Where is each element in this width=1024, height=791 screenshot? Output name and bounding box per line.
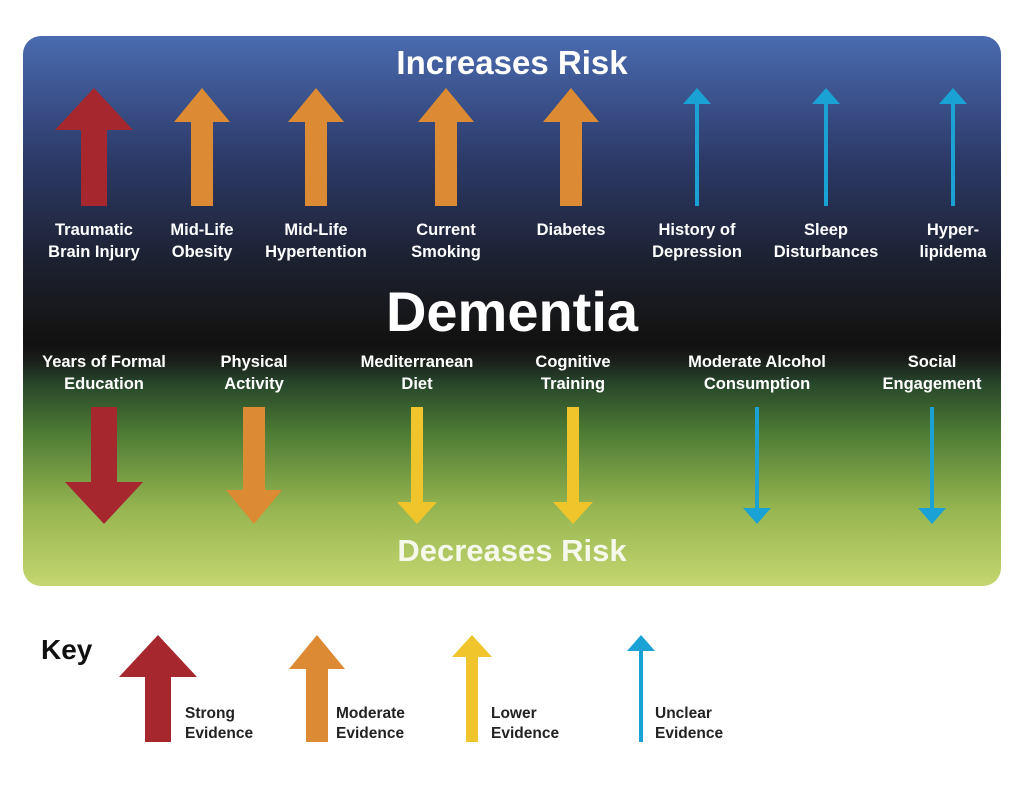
key-arrow-icon <box>627 635 655 742</box>
increase-risk-factor-label: Traumatic Brain Injury <box>48 221 140 261</box>
key-title: Key <box>41 634 93 665</box>
increase-risk-arrow-icon <box>174 88 230 206</box>
decrease-risk-factor-label: Social Engagement <box>882 353 982 393</box>
increase-risk-factor-label: Mid-Life Obesity <box>170 221 234 261</box>
decrease-risk-arrow-icon <box>743 407 771 524</box>
decrease-risk-arrow-icon <box>226 407 282 524</box>
increase-risk-factor-label: Sleep Disturbances <box>773 221 879 261</box>
decrease-risk-factor-label: Physical Activity <box>220 353 288 393</box>
key-arrow-icon-shape <box>119 635 197 742</box>
increase-risk-arrow-icon-shape <box>55 88 133 206</box>
increase-risk-arrow-icon-shape <box>683 88 711 206</box>
decrease-risk-arrow-icon-shape <box>226 407 282 524</box>
key-label: Unclear Evidence <box>655 705 724 742</box>
decrease-risk-arrow-icon-shape <box>397 407 437 524</box>
key-arrow-icon <box>452 635 492 742</box>
decrease-risk-factor-label: Years of Formal Education <box>42 353 166 393</box>
increase-risk-arrow-icon <box>939 88 967 206</box>
decrease-risk-arrow-icon <box>918 407 946 524</box>
increase-risk-arrow-icon-shape <box>288 88 344 206</box>
increase-risk-arrow-icon-shape <box>418 88 474 206</box>
key-label: Lower Evidence <box>491 705 560 742</box>
key-arrow-icon <box>119 635 197 742</box>
increase-risk-factor-label: Diabetes <box>536 221 606 239</box>
increase-risk-arrow-icon <box>288 88 344 206</box>
decrease-risk-arrow-icon <box>553 407 593 524</box>
decreases-risk-heading: Decreases Risk <box>397 533 627 568</box>
decrease-risk-arrow-icon-shape <box>65 407 143 524</box>
dementia-band <box>23 325 1001 359</box>
decrease-risk-factor-label: Mediterranean Diet <box>360 353 474 393</box>
increase-risk-arrow-icon <box>683 88 711 206</box>
increase-risk-arrow-icon <box>812 88 840 206</box>
key-arrow-icon-shape <box>289 635 345 742</box>
decrease-risk-arrow-icon <box>397 407 437 524</box>
increase-risk-arrow-icon-shape <box>939 88 967 206</box>
key-label: Moderate Evidence <box>336 705 405 742</box>
key-label: Strong Evidence <box>185 705 254 742</box>
dementia-title: Dementia <box>385 280 639 343</box>
increase-risk-arrow-icon <box>418 88 474 206</box>
decrease-risk-factor-label: Cognitive Training <box>535 353 611 393</box>
key-arrow-icon-shape <box>452 635 492 742</box>
decrease-risk-arrow-icon-shape <box>743 407 771 524</box>
risk-factor-panel: Increases Risk Dementia Decreases Risk <box>23 36 1001 586</box>
decrease-risk-arrow-icon-shape <box>553 407 593 524</box>
increase-risk-factor-label: Mid-Life Hypertention <box>265 221 367 261</box>
increase-risk-arrow-icon <box>55 88 133 206</box>
increase-risk-factor-label: Hyper- lipidema <box>919 221 987 261</box>
increase-risk-arrow-icon-shape <box>174 88 230 206</box>
decrease-risk-factor-label: Moderate Alcohol Consumption <box>688 353 826 393</box>
increase-risk-arrow-icon <box>543 88 599 206</box>
decrease-risk-arrow-icon-shape <box>918 407 946 524</box>
increase-risk-factor-label: Current Smoking <box>411 221 481 261</box>
increases-risk-heading: Increases Risk <box>396 44 628 81</box>
key-arrow-icon <box>289 635 345 742</box>
increase-risk-arrow-icon-shape <box>543 88 599 206</box>
decrease-risk-arrow-icon <box>65 407 143 524</box>
increase-risk-factor-label: History of Depression <box>652 221 742 261</box>
increase-risk-arrow-icon-shape <box>812 88 840 206</box>
key-arrow-icon-shape <box>627 635 655 742</box>
